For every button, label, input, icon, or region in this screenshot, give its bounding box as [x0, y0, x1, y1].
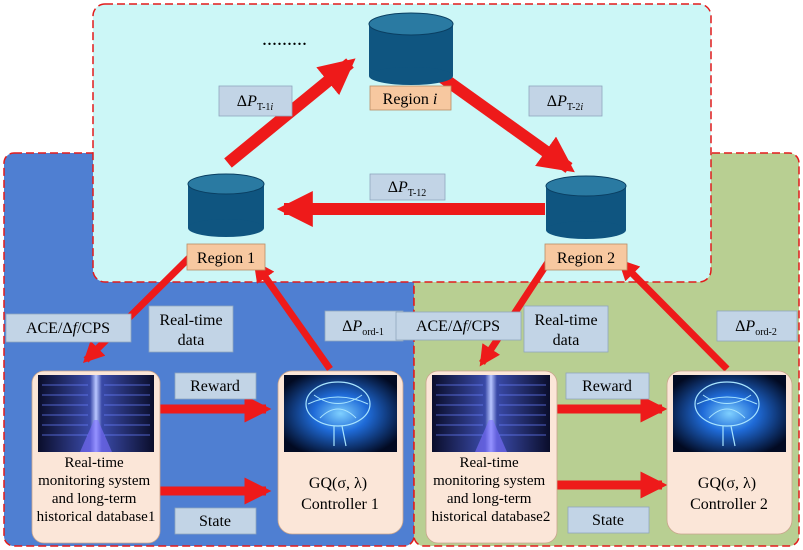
- flow-t2i-label: ΔPT-2i: [547, 93, 584, 113]
- realtime-data-box-2: [523, 305, 609, 353]
- monitor-label-2: Real-time monitoring system and long-ter…: [432, 455, 551, 525]
- ace-label-2: ACE/Δf/CPS: [416, 318, 500, 335]
- ace-label-1: ACE/Δf/CPS: [26, 320, 110, 337]
- server-room-icon-2: [432, 375, 550, 452]
- monitor-label-1: Real-time monitoring system and long-ter…: [37, 455, 156, 525]
- ace-label-box-2: [395, 311, 522, 341]
- reward-label-1: Reward: [190, 378, 240, 395]
- state-label-1: State: [199, 513, 231, 530]
- arrow-region1-to-monitor1: [83, 254, 193, 363]
- region-1-label-box: [186, 243, 266, 271]
- arrow-controller2-to-region2: [618, 259, 730, 372]
- ace-label-box-1: [5, 313, 132, 343]
- reward-label-2: Reward: [582, 378, 632, 395]
- region-2-database-icon: [545, 175, 627, 239]
- reward-box-2: [565, 372, 650, 400]
- arrow-region2-to-monitor2: [479, 254, 555, 367]
- region-1-database-icon: [187, 173, 265, 237]
- flow-t1i-box: [218, 85, 293, 117]
- flow-ord1-label: ΔPord-1: [342, 318, 384, 338]
- ellipsis: .........: [262, 28, 307, 50]
- brain-icon-1: [284, 375, 397, 452]
- region-i-database-icon: [368, 12, 454, 85]
- controller-label-2: GQ(σ, λ) Controller 2: [690, 475, 768, 513]
- flow-t12-label: ΔPT-12: [388, 179, 427, 199]
- flow-ord2-box: [716, 310, 798, 342]
- server-room-icon-1: [38, 375, 154, 452]
- brain-icon-2: [673, 375, 786, 452]
- arrow-controller1-to-region1: [253, 260, 333, 372]
- region-1-label: Region 1: [197, 250, 255, 267]
- flow-ord2-label: ΔPord-2: [735, 318, 777, 338]
- flow-ord1-box: [324, 310, 404, 342]
- state-box-2: [567, 506, 650, 534]
- region-i-label-box: [369, 85, 452, 111]
- region-2-label: Region 2: [557, 250, 615, 267]
- flow-t12-box: [369, 173, 446, 201]
- region-2-label-box: [544, 243, 628, 271]
- state-box-1: [174, 507, 257, 535]
- flow-t1i-label: ΔPT-1i: [237, 93, 274, 113]
- reward-box-1: [174, 372, 257, 400]
- controller-label-1: GQ(σ, λ) Controller 1: [301, 475, 379, 513]
- region-i-label: Region i: [383, 91, 438, 108]
- state-label-2: State: [592, 512, 624, 529]
- realtime-data-box-1: [148, 305, 234, 353]
- flow-t2i-box: [528, 85, 603, 117]
